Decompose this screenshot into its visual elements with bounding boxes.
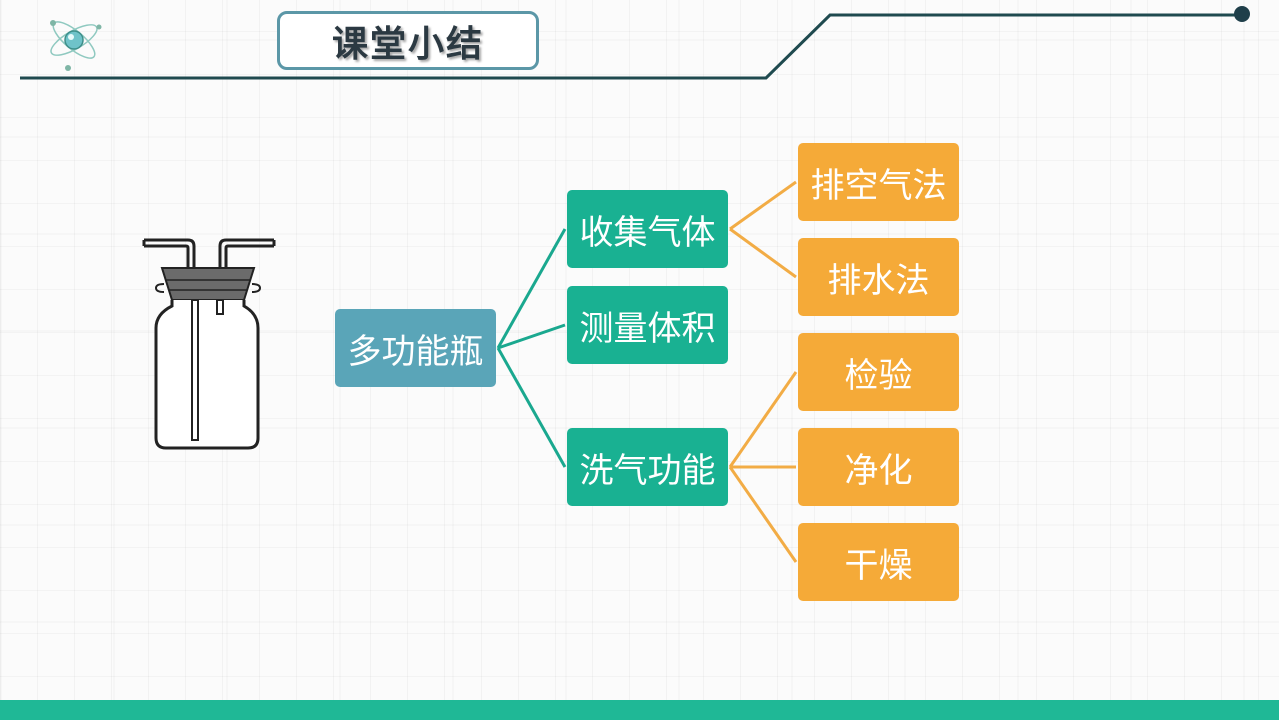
- connector-root-collect: [496, 228, 567, 349]
- page-title: 课堂小结: [277, 11, 539, 70]
- root-node: 多功能瓶: [335, 309, 496, 387]
- connector-wash-dry: [728, 466, 798, 563]
- atom-icon: [50, 20, 102, 71]
- connector-root-measure: [497, 323, 566, 350]
- leaf-node-air-displacement: 排空气法: [798, 143, 959, 221]
- branch-node-collect: 收集气体: [567, 190, 728, 268]
- connector-collect-water: [729, 227, 797, 279]
- footer-bar: [0, 700, 1279, 720]
- connector-collect-air: [729, 180, 797, 231]
- connector-root-wash: [496, 347, 567, 468]
- leaf-node-purify: 净化: [798, 428, 959, 506]
- gas-washing-bottle-icon: [142, 238, 276, 450]
- leaf-node-water-displacement: 排水法: [798, 238, 959, 316]
- header-lines: [20, 6, 1250, 80]
- leaf-node-dry: 干燥: [798, 523, 959, 601]
- header-dot: [1234, 6, 1250, 22]
- leaf-node-test: 检验: [798, 333, 959, 411]
- connector-wash-test: [728, 371, 798, 468]
- branch-node-measure: 测量体积: [567, 286, 728, 364]
- branch-node-wash: 洗气功能: [567, 428, 728, 506]
